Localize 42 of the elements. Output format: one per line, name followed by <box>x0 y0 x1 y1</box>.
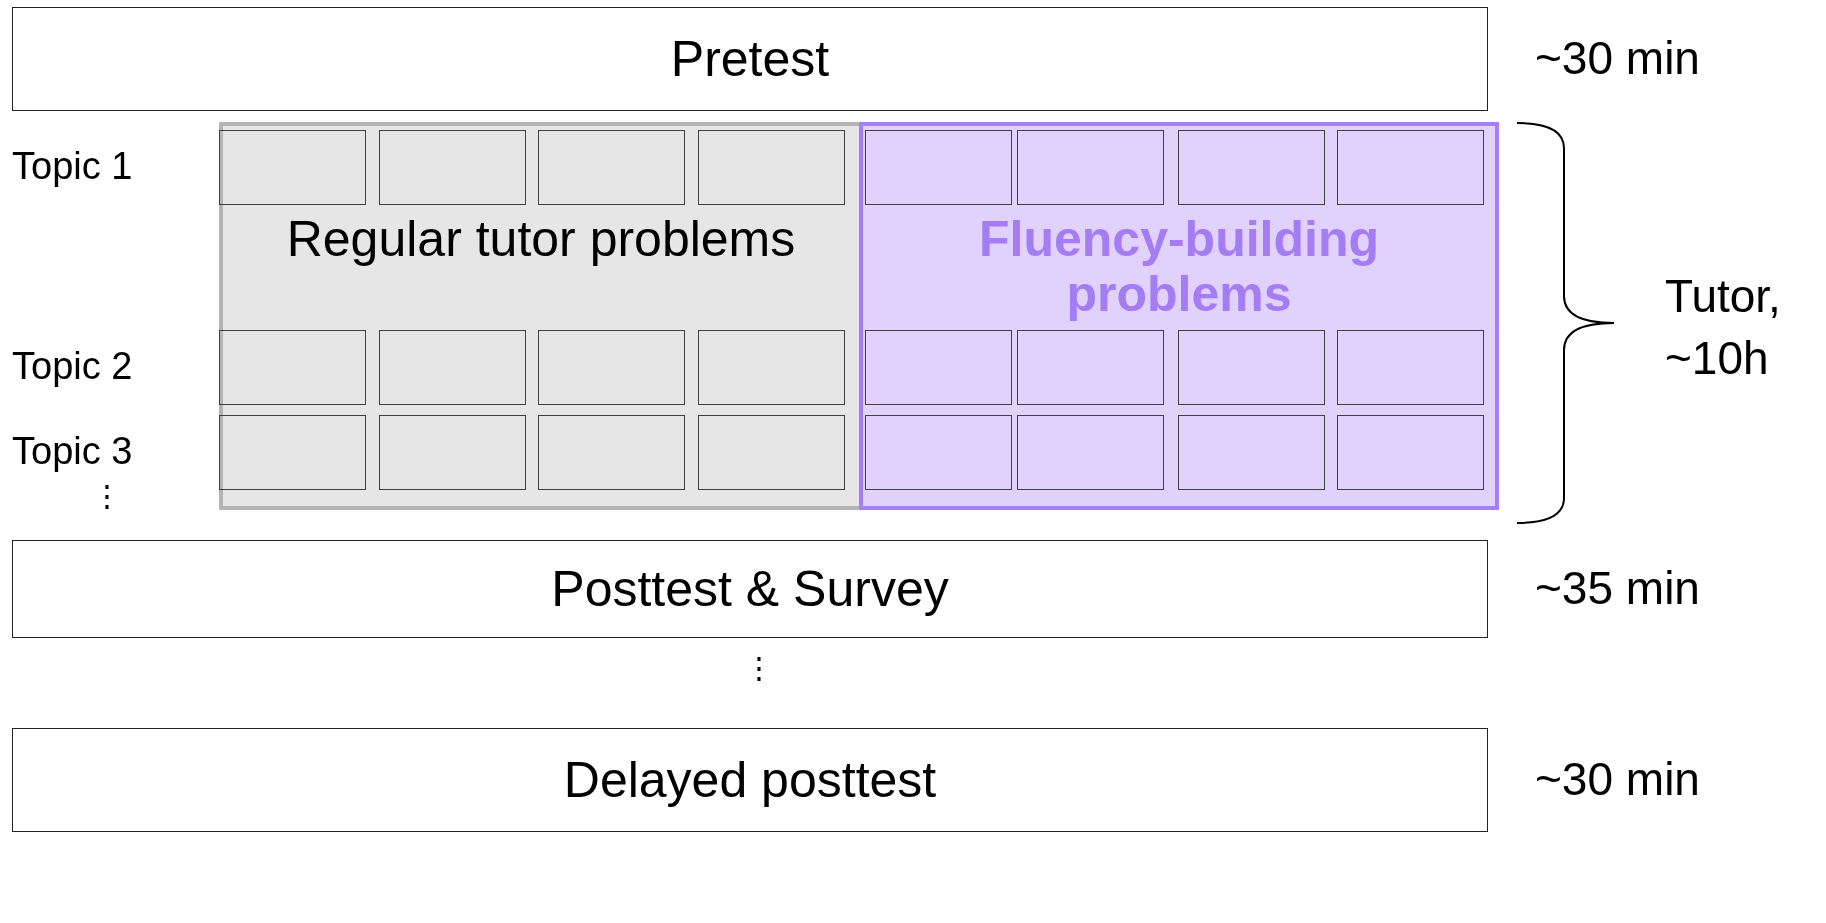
problem-box <box>865 330 1012 405</box>
topic-label: Topic 1 <box>12 145 133 188</box>
problem-box <box>865 415 1012 490</box>
group-title: Regular tutor problems <box>285 212 797 267</box>
problem-box <box>1178 415 1325 490</box>
problem-box <box>865 130 1012 205</box>
problem-box <box>379 130 526 205</box>
problem-box <box>1017 130 1164 205</box>
session-title: Pretest <box>670 30 830 88</box>
problem-box <box>1017 415 1164 490</box>
duration-label: ~30 min <box>1535 31 1700 85</box>
ellipsis-mark: ⋮ <box>92 478 122 513</box>
problem-box <box>219 130 366 205</box>
problem-box <box>538 415 685 490</box>
duration-label: ~35 min <box>1535 561 1700 615</box>
problem-group-panel <box>859 122 1499 510</box>
topic-label: Topic 2 <box>12 345 133 388</box>
problem-box <box>538 330 685 405</box>
problem-box <box>698 130 845 205</box>
session-box <box>12 7 1488 111</box>
problem-box <box>1337 415 1484 490</box>
ellipsis-mark: ⋮ <box>744 650 774 685</box>
problem-box <box>538 130 685 205</box>
problem-box <box>1017 330 1164 405</box>
problem-box <box>1178 330 1325 405</box>
problem-box <box>219 330 366 405</box>
session-box <box>12 540 1488 638</box>
problem-box <box>1337 130 1484 205</box>
duration-label: Tutor, ~10h <box>1665 269 1782 387</box>
session-box <box>12 728 1488 832</box>
duration-label: ~30 min <box>1535 752 1700 806</box>
group-title: Fluency-building problems <box>978 212 1380 322</box>
problem-box <box>379 330 526 405</box>
session-title: Posttest & Survey <box>551 560 949 618</box>
problem-box <box>1337 330 1484 405</box>
session-title: Delayed posttest <box>563 751 937 809</box>
problem-box <box>698 330 845 405</box>
problem-box <box>698 415 845 490</box>
topic-label: Topic 3 <box>12 430 133 473</box>
problem-box <box>379 415 526 490</box>
problem-box <box>219 415 366 490</box>
problem-box <box>1178 130 1325 205</box>
